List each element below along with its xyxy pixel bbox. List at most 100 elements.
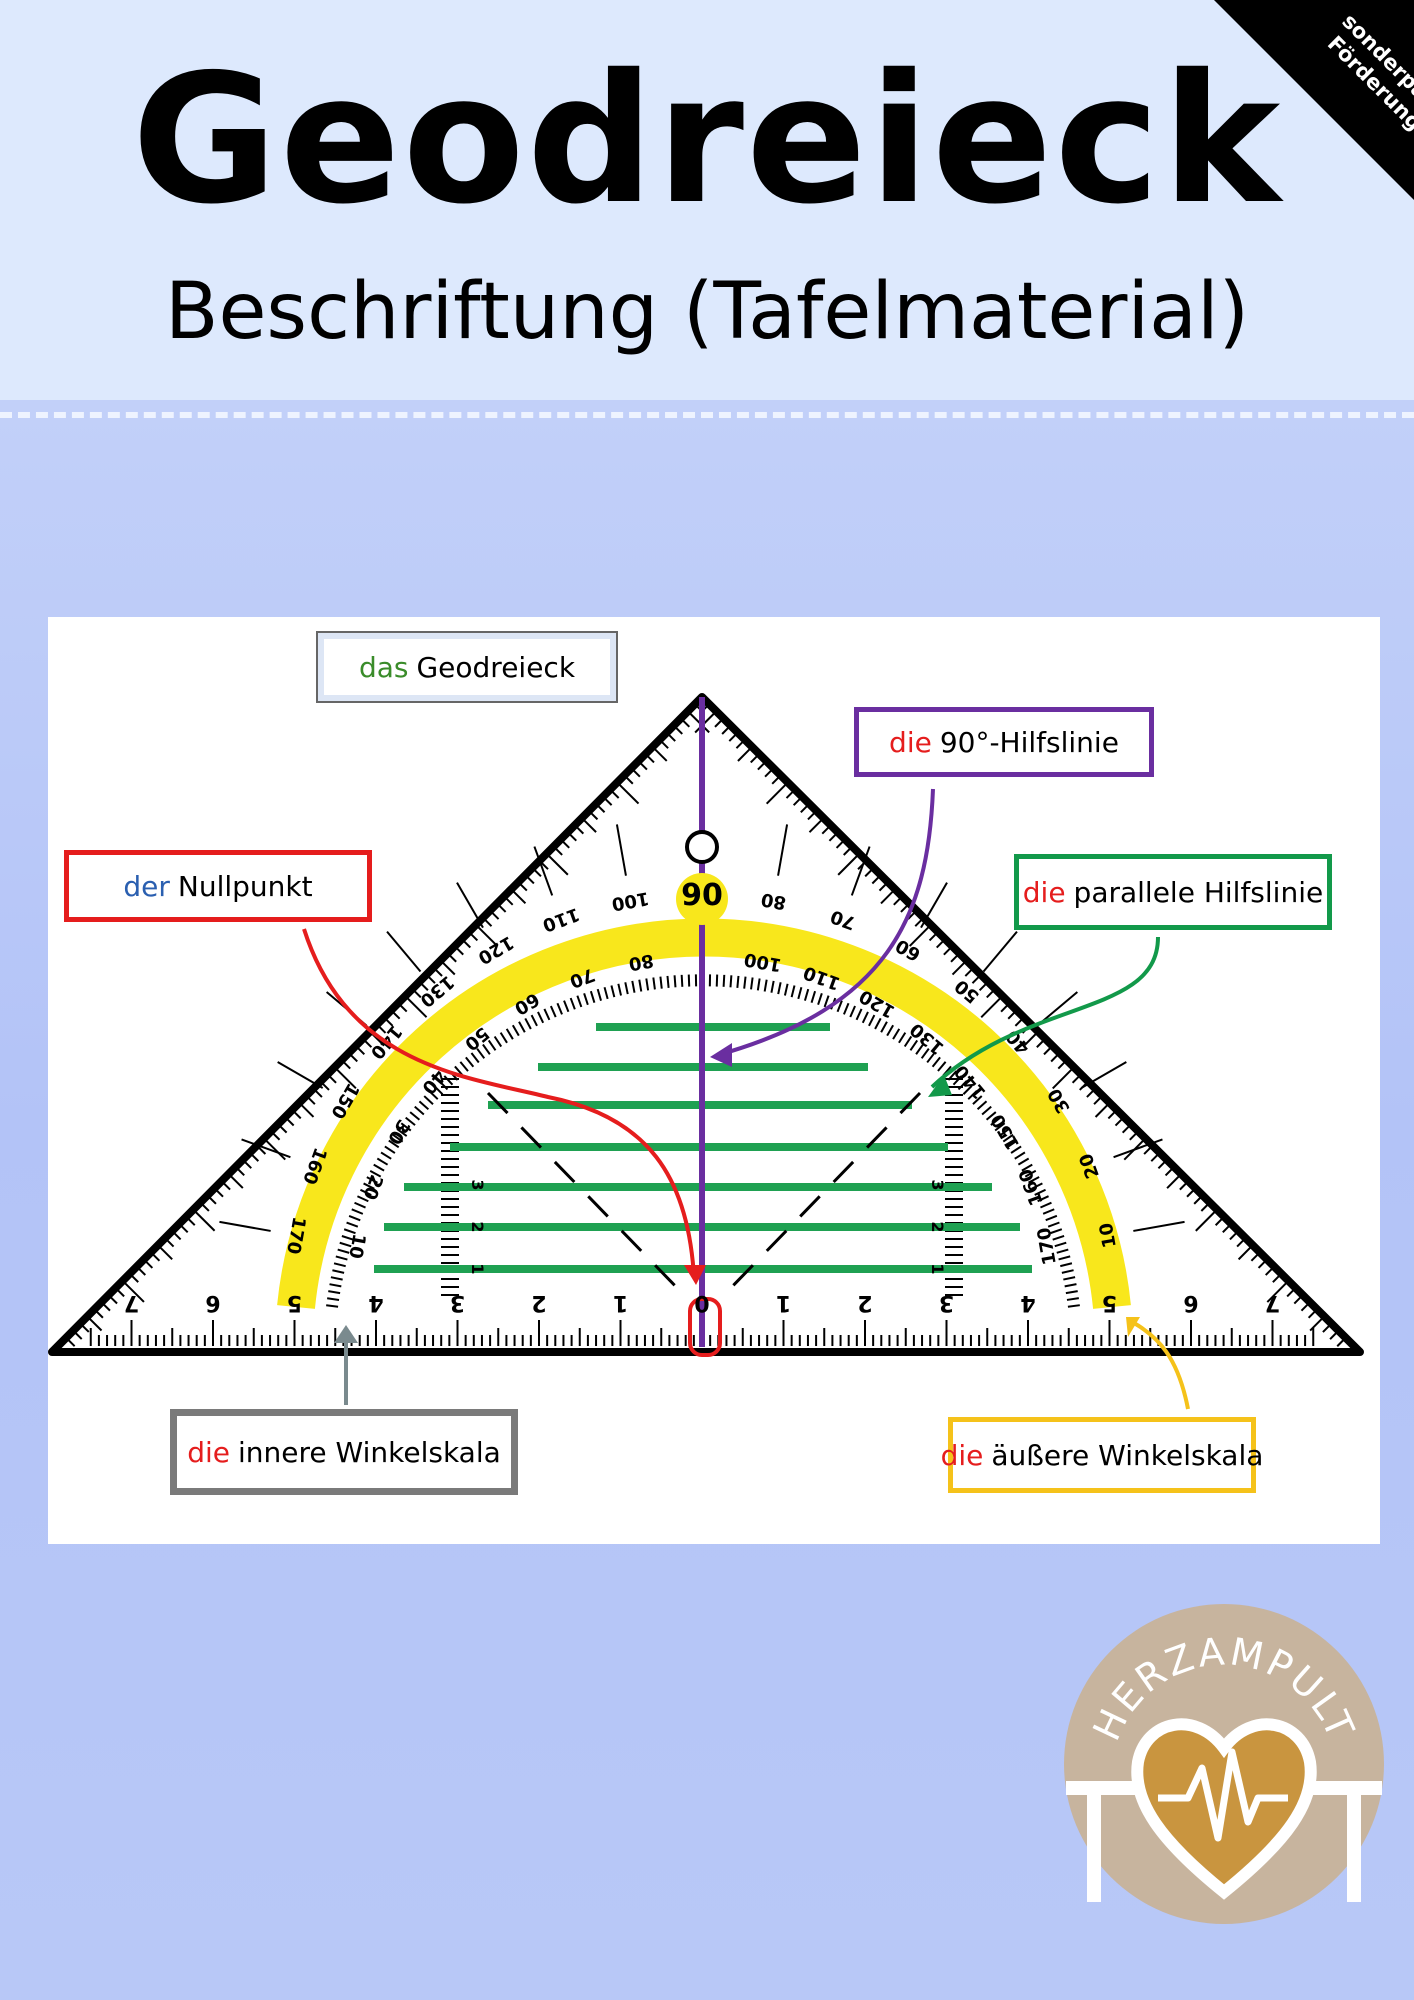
cm-label: 2 [531,1290,546,1315]
cm-label: 1 [613,1290,628,1315]
arrow-nullpunkt [302,928,696,1278]
edge-tick [687,710,710,734]
edge-tick [1114,1116,1125,1127]
edge-tick [1129,1130,1139,1141]
edge-tick [150,1251,161,1262]
angle-radial-tick [241,1138,291,1159]
edge-tick [1195,1208,1218,1232]
edge-tick [1266,1280,1290,1303]
edge-tick [425,973,436,984]
edge-tick [1293,1294,1304,1305]
cm-label: 3 [939,1290,954,1315]
corner-triangle [1214,0,1414,200]
label-innere-winkelskala: die innere Winkelskala [170,1409,518,1495]
label-nullpunkt: der Nullpunkt [64,850,372,922]
angle-radial-tick [386,930,422,973]
edge-tick [517,881,528,892]
edge-tick [136,1265,147,1276]
edge-tick [1322,1322,1333,1333]
cm-label: 2 [857,1290,872,1315]
inner-scale-label: 80 [627,949,655,974]
edge-tick [79,1322,90,1333]
edge-tick [1257,1258,1268,1269]
edge-tick [475,924,498,947]
edge-tick [900,902,911,913]
edge-tick [878,881,889,892]
label-text: äußere Winkelskala [991,1438,1264,1472]
label-article: die [940,1438,984,1472]
edge-tick [807,810,818,821]
edge-tick [1200,1201,1211,1212]
edge-tick [1164,1166,1175,1177]
edge-tick [1300,1301,1311,1312]
angle-radial-tick [1080,1061,1127,1089]
dashed-divider [0,412,1414,418]
edge-tick [185,1216,196,1226]
angle-radial-tick [277,1061,324,1089]
edge-tick [765,781,789,805]
edge-tick [129,1272,139,1283]
edge-tick [971,973,982,984]
edge-tick [837,852,861,876]
cm-label: 7 [124,1290,139,1315]
edge-tick [559,838,570,849]
edge-tick [1264,1265,1275,1276]
edge-tick [588,810,599,821]
edge-tick [107,1294,118,1305]
edge-tick [242,1159,252,1169]
arrowhead-90 [710,1043,732,1067]
edge-tick [298,1102,315,1118]
cm-label: 0 [694,1290,709,1315]
arrowhead-parallel [928,1075,952,1097]
edge-tick [432,966,443,977]
angle-radial-tick [1133,1220,1185,1232]
edge-tick [1166,1173,1182,1189]
edge-tick [143,1258,154,1269]
edge-tick [785,788,796,799]
edge-tick [750,753,760,764]
edge-tick [362,1038,373,1048]
cm-label: 1 [776,1290,791,1315]
edge-tick [284,1116,295,1127]
edge-tick [637,760,648,771]
edge-tick [893,895,903,906]
edge-tick [1043,1045,1054,1056]
edge-tick [1007,1009,1018,1020]
edge-tick [1250,1251,1261,1262]
label-article: die [889,725,932,759]
edge-tick [821,824,832,835]
edge-tick [574,824,585,835]
edge-tick [764,767,775,778]
edge-tick [164,1237,175,1248]
edge-tick [65,1337,76,1347]
ruler-ticks [65,703,1347,1347]
edge-tick [234,1166,245,1177]
angle-radial-tick [777,824,789,876]
edge-tick [489,909,500,920]
label-text: innere Winkelskala [238,1435,501,1469]
edge-tick [1309,1315,1325,1332]
cm-label: 6 [1183,1290,1198,1315]
edge-tick [721,724,732,735]
label-geodreieck: das Geodreieck [316,631,618,703]
vertical-scale-label: 3 [468,1179,487,1190]
edge-tick [651,746,668,762]
edge-tick [581,817,597,833]
vertical-scale-label: 1 [468,1263,487,1274]
edge-tick [680,717,691,728]
outer-scale-label: 80 [759,888,787,913]
edge-tick [397,1002,408,1013]
edge-tick [496,902,507,913]
edge-tick [461,938,472,949]
edge-tick [510,888,527,905]
edge-tick [454,945,464,956]
center-hole [685,830,719,864]
edge-tick [728,731,739,742]
arrowhead-nullpunkt [684,1265,706,1285]
edge-tick [1237,1244,1254,1261]
edge-tick [482,916,493,927]
edge-tick [1157,1159,1168,1169]
edge-tick [609,788,620,799]
